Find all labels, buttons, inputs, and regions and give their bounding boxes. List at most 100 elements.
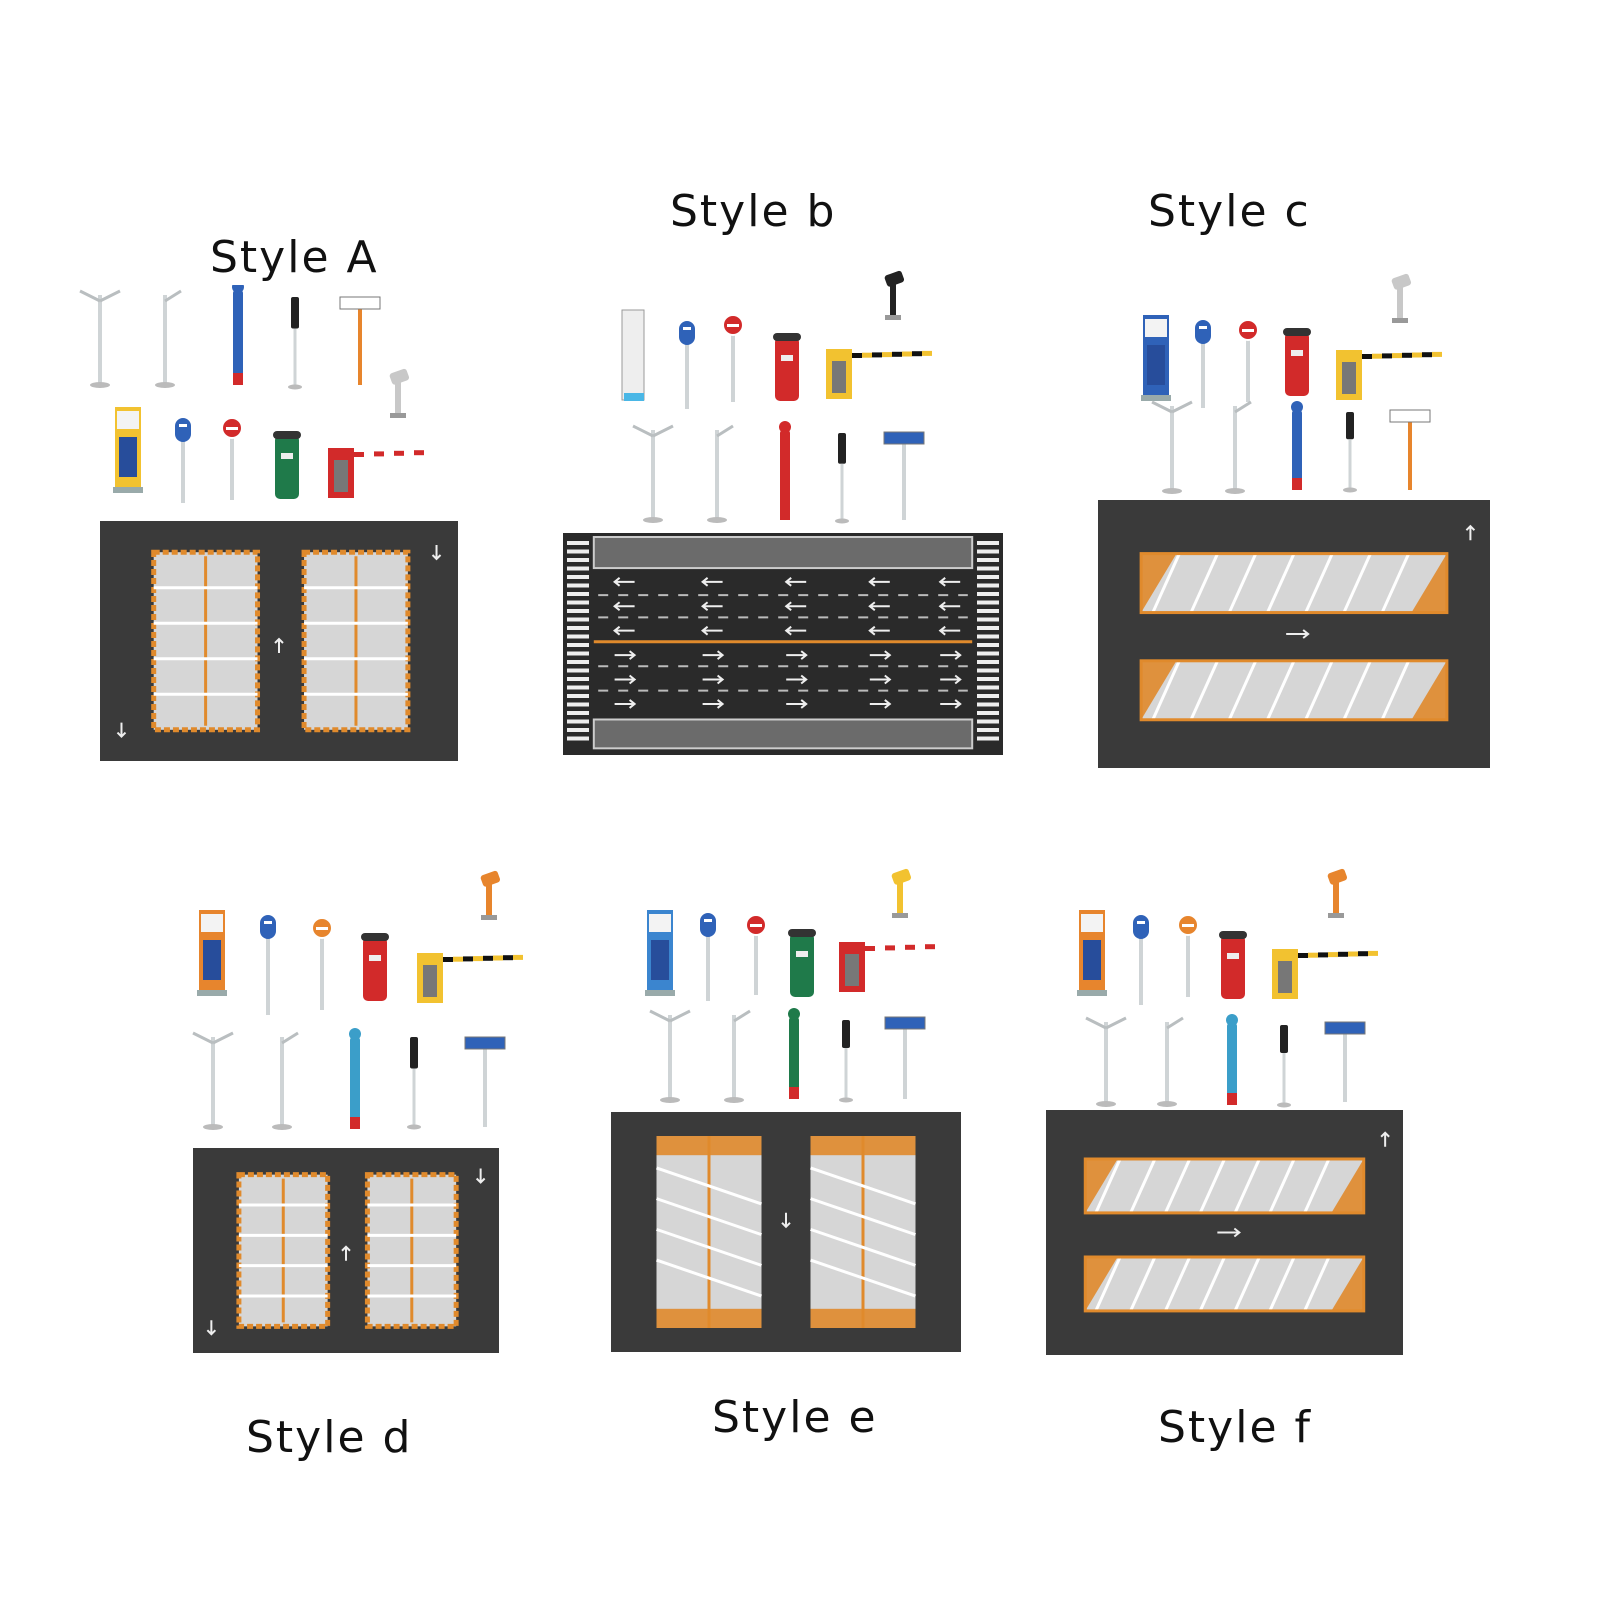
traffic-light-icon [407, 1037, 421, 1130]
style-a-set [70, 285, 470, 765]
parking-mat [1046, 1110, 1403, 1355]
tall-post-icon [788, 1008, 800, 1099]
style-c-set [1095, 270, 1495, 775]
pay-station-icon [113, 407, 143, 493]
arrow-icon [341, 1245, 351, 1261]
pay-station-icon [1077, 910, 1107, 996]
arrow-icon [1217, 1227, 1241, 1238]
parking-stall-block [236, 1172, 331, 1329]
mailbox-bin-icon [773, 333, 801, 401]
lane-arrow-icon [940, 650, 962, 660]
lane-arrow-icon [868, 625, 890, 636]
parking-mat [1098, 500, 1490, 768]
parking-sign-icon [1195, 320, 1211, 408]
parking-sign-icon [700, 913, 716, 1001]
security-camera-icon [389, 368, 410, 418]
round-sign-icon [311, 917, 333, 1010]
pay-station-icon [197, 910, 227, 996]
round-sign-icon [745, 914, 767, 995]
barrier-gate-icon [417, 953, 523, 1003]
security-camera-icon [1327, 868, 1348, 918]
parking-mat [611, 1112, 961, 1352]
parking-stall-block [364, 1172, 459, 1329]
lane-arrow-icon [612, 601, 635, 612]
style-d-set [185, 865, 530, 1360]
street-lamp-icon [272, 1031, 299, 1130]
style-a-label: Style A [210, 232, 379, 283]
style-illustration [1046, 868, 1403, 1355]
traffic-light-icon [839, 1020, 853, 1103]
street-lamp-icon [79, 289, 121, 388]
lane-arrow-icon [614, 674, 637, 685]
direction-sign-icon [1324, 1021, 1366, 1102]
traffic-light-icon [1277, 1025, 1291, 1108]
pay-station-icon [1141, 315, 1171, 401]
arrow-icon [1380, 1131, 1390, 1147]
style-illustration [1098, 273, 1490, 768]
lane-arrow-icon [786, 674, 808, 685]
barrier-gate-icon [328, 448, 434, 498]
parking-sign-icon [260, 915, 276, 1015]
security-camera-icon [891, 868, 912, 918]
tall-post-icon [1226, 1014, 1238, 1105]
parking-stall-block [151, 549, 261, 733]
tall-post-icon [1291, 401, 1303, 490]
arrow-icon [206, 1320, 217, 1336]
tall-post-icon [349, 1028, 361, 1129]
lane-arrow-icon [786, 699, 808, 709]
mailbox-bin-icon [273, 431, 301, 499]
style-illustration [563, 270, 1003, 755]
style-d-label: Style d [246, 1412, 413, 1463]
parking-mat [193, 1148, 499, 1353]
lane-arrow-icon [868, 601, 890, 612]
street-lamp-icon [155, 289, 182, 388]
arrow-icon [1286, 629, 1310, 639]
security-camera-icon [1391, 273, 1412, 323]
parking-sign-icon [679, 321, 695, 409]
lane-arrow-icon [868, 577, 890, 587]
street-lamp-icon [724, 1009, 751, 1103]
lane-arrow-icon [702, 674, 725, 685]
angled-stall-column [656, 1136, 762, 1328]
traffic-light-icon [835, 433, 849, 524]
lane-arrow-icon [784, 577, 807, 587]
lane-arrow-icon [784, 601, 807, 612]
street-lamp-icon [192, 1031, 234, 1130]
lane-arrow-icon [940, 674, 962, 685]
style-b-label: Style b [670, 186, 837, 237]
barrier-gate-icon [839, 942, 945, 992]
lane-arrow-icon [700, 625, 723, 636]
angled-stall-row [1083, 1157, 1366, 1215]
arrow-icon [431, 545, 442, 561]
angled-stall-row [1139, 659, 1449, 722]
lane-arrow-icon [612, 577, 635, 587]
arrow-icon [274, 637, 284, 653]
lane-arrow-icon [614, 650, 637, 660]
arrow-icon [1465, 524, 1476, 541]
tall-post-icon [232, 285, 244, 385]
lane-arrow-icon [614, 699, 637, 709]
pay-station-icon [645, 910, 675, 996]
arrow-icon [116, 722, 127, 739]
tall-post-icon [779, 421, 791, 520]
parking-stall-block [301, 549, 411, 733]
lane-arrow-icon [938, 625, 961, 636]
traffic-light-icon [288, 297, 302, 390]
road-mat [563, 533, 1003, 755]
lane-arrow-icon [938, 601, 961, 612]
round-sign-icon [1237, 319, 1259, 402]
style-illustration [79, 285, 458, 761]
lane-arrow-icon [702, 650, 725, 660]
mailbox-bin-icon [788, 929, 816, 997]
lane-arrow-icon [702, 699, 725, 709]
street-lamp-icon [632, 424, 674, 523]
arrow-icon [475, 1168, 486, 1184]
barrier-gate-icon [1336, 350, 1442, 400]
style-b-set [560, 265, 1010, 765]
mailbox-bin-icon [1283, 328, 1311, 396]
direction-sign-icon [884, 1016, 926, 1099]
style-c-label: Style c [1148, 186, 1311, 237]
security-camera-icon [480, 870, 501, 920]
info-board-icon [621, 309, 645, 401]
lane-arrow-icon [700, 577, 723, 587]
